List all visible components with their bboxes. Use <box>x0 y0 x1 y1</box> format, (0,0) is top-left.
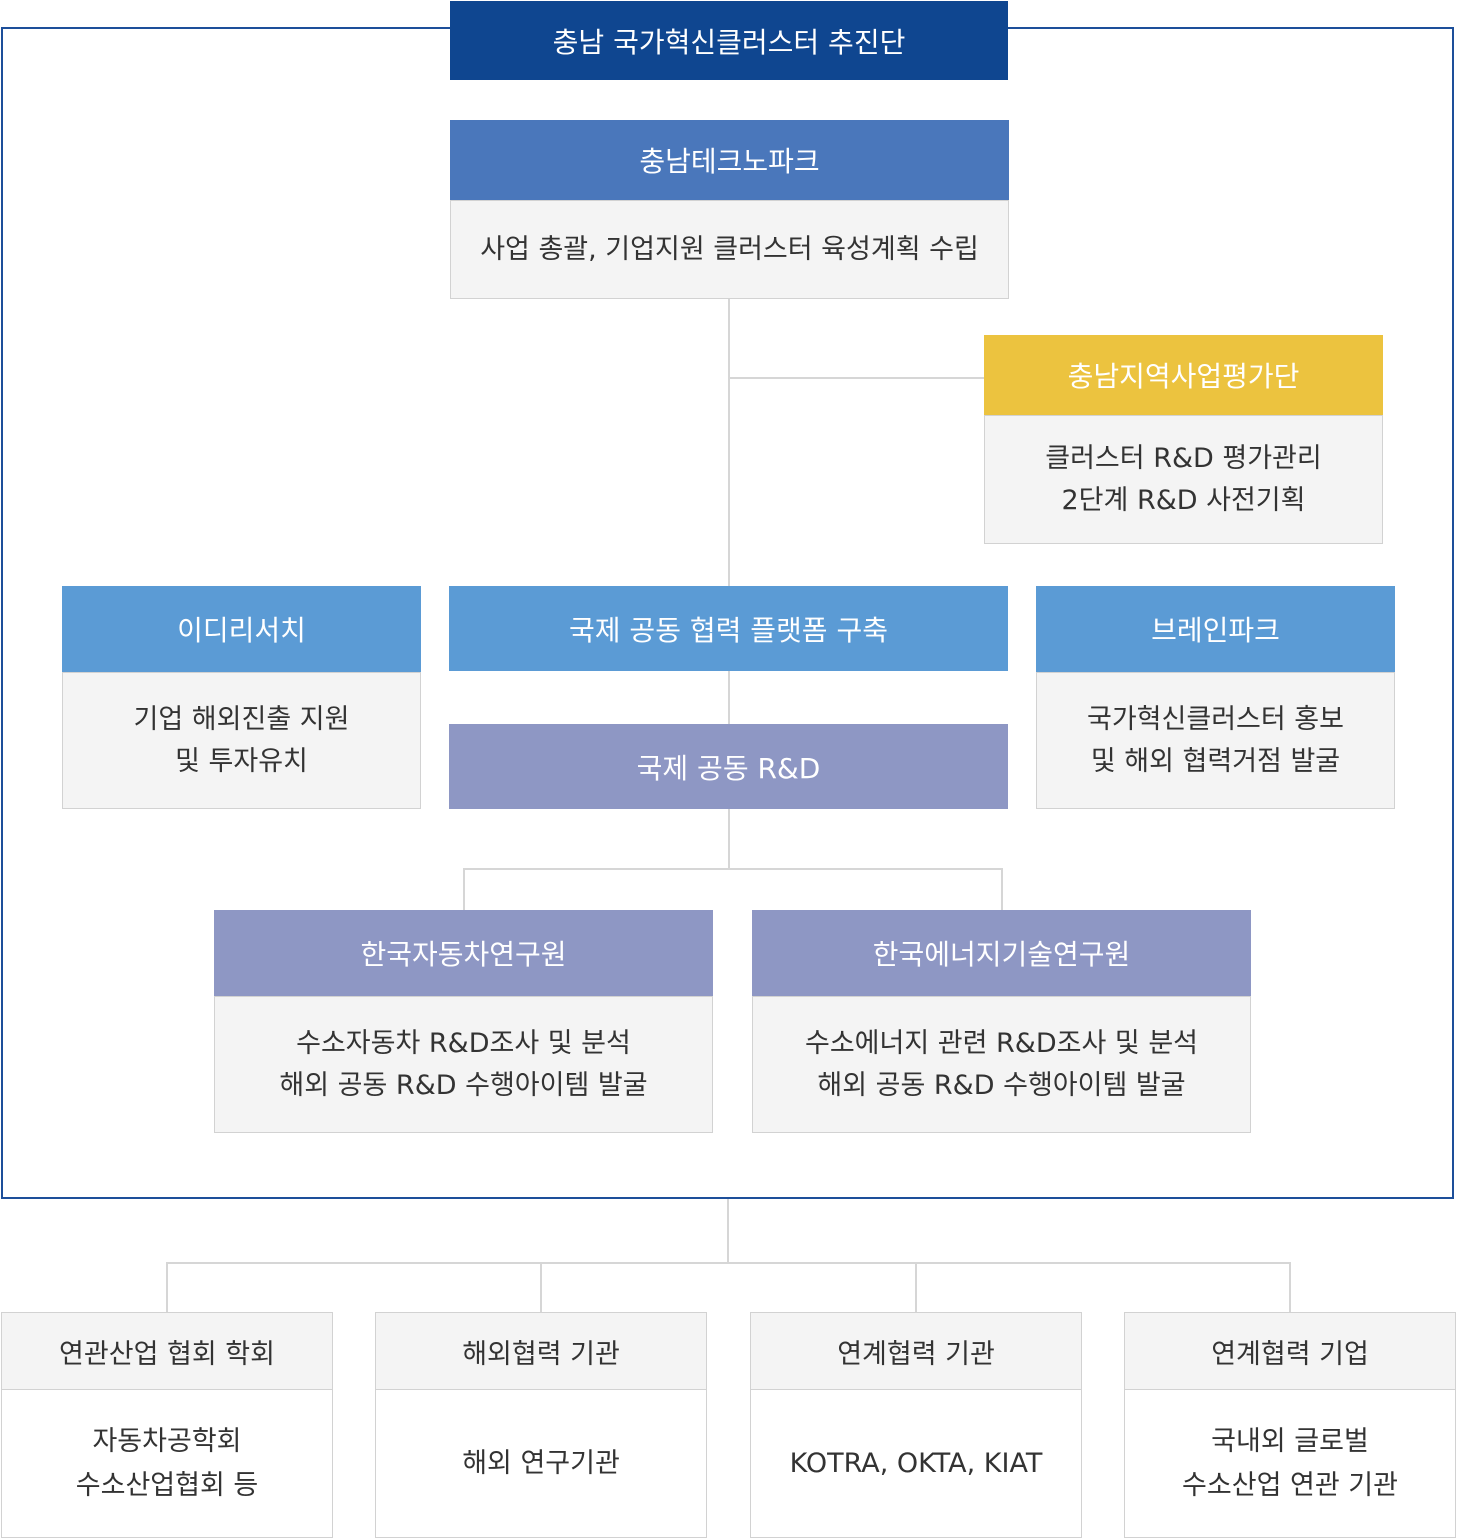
partner-associations-name: 연관산업 협회 학회 <box>59 1338 275 1370</box>
brainpark-header: 브레인파크 <box>1036 586 1395 672</box>
connector-to-katech <box>463 868 465 911</box>
connector-bottom-4 <box>1289 1262 1291 1313</box>
partner-institutions-header: 연계협력 기관 <box>750 1312 1082 1390</box>
partner-companies-body: 국내외 글로벌 수소산업 연관 기관 <box>1124 1390 1456 1538</box>
katech-header: 한국자동차연구원 <box>214 910 713 996</box>
evaluation-name: 충남지역사업평가단 <box>1067 360 1300 393</box>
connector-rnd-down <box>728 808 730 869</box>
technopark-name: 충남테크노파크 <box>639 145 820 178</box>
brainpark-desc: 국가혁신클러스터 홍보 및 해외 협력거점 발굴 <box>1087 703 1344 777</box>
connector-bottom-1 <box>166 1262 168 1313</box>
joint-rnd-name: 국제 공동 R&D <box>636 751 821 785</box>
connector-to-evaluation <box>729 377 984 379</box>
connector-bottom-horizontal <box>166 1262 1291 1264</box>
kier-header: 한국에너지기술연구원 <box>752 910 1251 996</box>
platform-name: 국제 공동 협력 플랫폼 구축 <box>569 613 888 647</box>
connector-frame-down <box>727 1199 729 1263</box>
technopark-header: 충남테크노파크 <box>450 120 1009 200</box>
edi-desc: 기업 해외진출 지원 및 투자유치 <box>133 703 350 777</box>
connector-bottom-2 <box>540 1262 542 1313</box>
kier-body: 수소에너지 관련 R&D조사 및 분석 해외 공동 R&D 수행아이템 발굴 <box>752 996 1251 1133</box>
cluster-title-text: 충남 국가혁신클러스터 추진단 <box>552 25 906 59</box>
partner-companies-name: 연계협력 기업 <box>1211 1338 1369 1370</box>
connector-platform-rnd <box>728 670 730 725</box>
katech-body: 수소자동차 R&D조사 및 분석 해외 공동 R&D 수행아이템 발굴 <box>214 996 713 1133</box>
partner-associations-desc: 자동차공학회 수소산업협회 등 <box>75 1425 259 1501</box>
partner-institutions-name: 연계협력 기관 <box>837 1338 995 1370</box>
evaluation-desc: 클러스터 R&D 평가관리 2단계 R&D 사전기획 <box>1045 442 1322 516</box>
katech-desc: 수소자동차 R&D조사 및 분석 해외 공동 R&D 수행아이템 발굴 <box>279 1027 648 1101</box>
technopark-body: 사업 총괄, 기업지원 클러스터 육성계획 수립 <box>450 200 1009 299</box>
technopark-desc: 사업 총괄, 기업지원 클러스터 육성계획 수립 <box>480 233 979 265</box>
edi-body: 기업 해외진출 지원 및 투자유치 <box>62 672 421 809</box>
connector-rnd-horizontal <box>463 868 1003 870</box>
kier-name: 한국에너지기술연구원 <box>872 938 1131 971</box>
connector-main-vertical <box>728 299 730 586</box>
joint-rnd-node: 국제 공동 R&D <box>449 724 1008 809</box>
partner-institutions-desc: KOTRA, OKTA, KIAT <box>789 1447 1043 1479</box>
connector-bottom-3 <box>915 1262 917 1313</box>
platform-node: 국제 공동 협력 플랫폼 구축 <box>449 586 1008 671</box>
kier-desc: 수소에너지 관련 R&D조사 및 분석 해외 공동 R&D 수행아이템 발굴 <box>804 1027 1198 1101</box>
partner-overseas-desc: 해외 연구기관 <box>462 1447 620 1479</box>
connector-to-kier <box>1001 868 1003 911</box>
evaluation-header: 충남지역사업평가단 <box>984 335 1383 415</box>
katech-name: 한국자동차연구원 <box>360 938 567 971</box>
evaluation-body: 클러스터 R&D 평가관리 2단계 R&D 사전기획 <box>984 415 1383 544</box>
brainpark-body: 국가혁신클러스터 홍보 및 해외 협력거점 발굴 <box>1036 672 1395 809</box>
partner-institutions-body: KOTRA, OKTA, KIAT <box>750 1390 1082 1538</box>
partner-overseas-body: 해외 연구기관 <box>375 1390 707 1538</box>
brainpark-name: 브레인파크 <box>1151 614 1280 647</box>
edi-header: 이디리서치 <box>62 586 421 672</box>
partner-overseas-name: 해외협력 기관 <box>462 1338 620 1370</box>
cluster-title: 충남 국가혁신클러스터 추진단 <box>450 1 1008 80</box>
partner-associations-header: 연관산업 협회 학회 <box>1 1312 333 1390</box>
partner-companies-header: 연계협력 기업 <box>1124 1312 1456 1390</box>
partner-overseas-header: 해외협력 기관 <box>375 1312 707 1390</box>
partner-companies-desc: 국내외 글로벌 수소산업 연관 기관 <box>1182 1425 1398 1501</box>
edi-name: 이디리서치 <box>177 614 306 647</box>
partner-associations-body: 자동차공학회 수소산업협회 등 <box>1 1390 333 1538</box>
